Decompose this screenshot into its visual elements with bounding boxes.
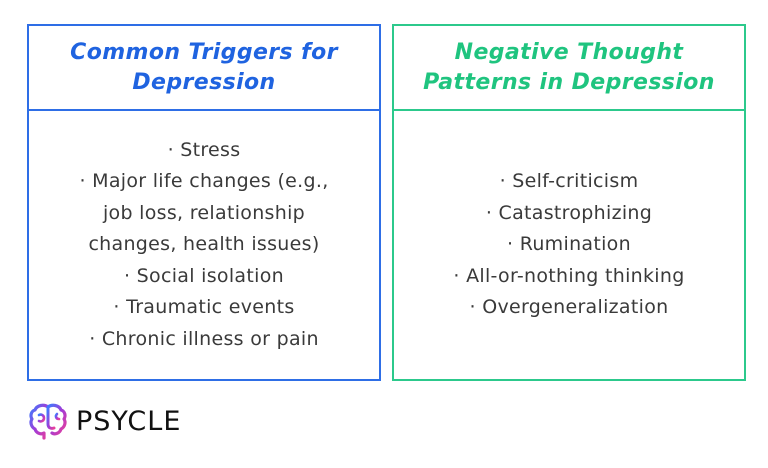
triggers-card: Common Triggers for Depression · Stress … (27, 24, 381, 381)
triggers-list-item: · Chronic illness or pain (89, 327, 319, 350)
triggers-list: · Stress · Major life changes (e.g., job… (44, 135, 364, 356)
triggers-list-item: changes, health issues) (88, 233, 320, 256)
brain-icon (29, 403, 67, 440)
brand-logo: PSYCLE (28, 401, 181, 441)
triggers-list-item: · Major life changes (e.g., (79, 170, 329, 193)
triggers-card-header: Common Triggers for Depression (29, 26, 379, 111)
triggers-card-title: Common Triggers for Depression (70, 38, 338, 98)
thought-patterns-card-header: Negative Thought Patterns in Depression (394, 26, 744, 111)
triggers-list-item: · Traumatic events (113, 296, 295, 319)
thought-patterns-list-item: · Overgeneralization (469, 296, 669, 319)
brand-name: PSYCLE (76, 405, 182, 437)
triggers-list-item: · Social isolation (124, 264, 284, 287)
thought-patterns-list-item: · Self-criticism (499, 170, 639, 193)
thought-patterns-list-item: · Catastrophizing (485, 201, 653, 224)
triggers-title-line-1: Common Triggers for (70, 39, 338, 65)
thought-patterns-card: Negative Thought Patterns in Depression … (392, 24, 746, 381)
thought-patterns-list: · Self-criticism · Catastrophizing · Rum… (453, 166, 684, 324)
thought-patterns-title-line-1: Negative Thought (454, 39, 684, 65)
thought-patterns-list-item: · Rumination (507, 233, 631, 256)
thought-patterns-card-body: · Self-criticism · Catastrophizing · Rum… (394, 111, 744, 379)
thought-patterns-title-line-2: Patterns in Depression (423, 69, 715, 95)
thought-patterns-card-title: Negative Thought Patterns in Depression (423, 38, 715, 98)
thought-patterns-list-item: · All-or-nothing thinking (453, 264, 685, 287)
triggers-card-body: · Stress · Major life changes (e.g., job… (29, 111, 379, 379)
triggers-title-line-2: Depression (132, 69, 276, 95)
triggers-list-item: job loss, relationship (102, 201, 306, 224)
triggers-list-item: · Stress (167, 138, 241, 161)
